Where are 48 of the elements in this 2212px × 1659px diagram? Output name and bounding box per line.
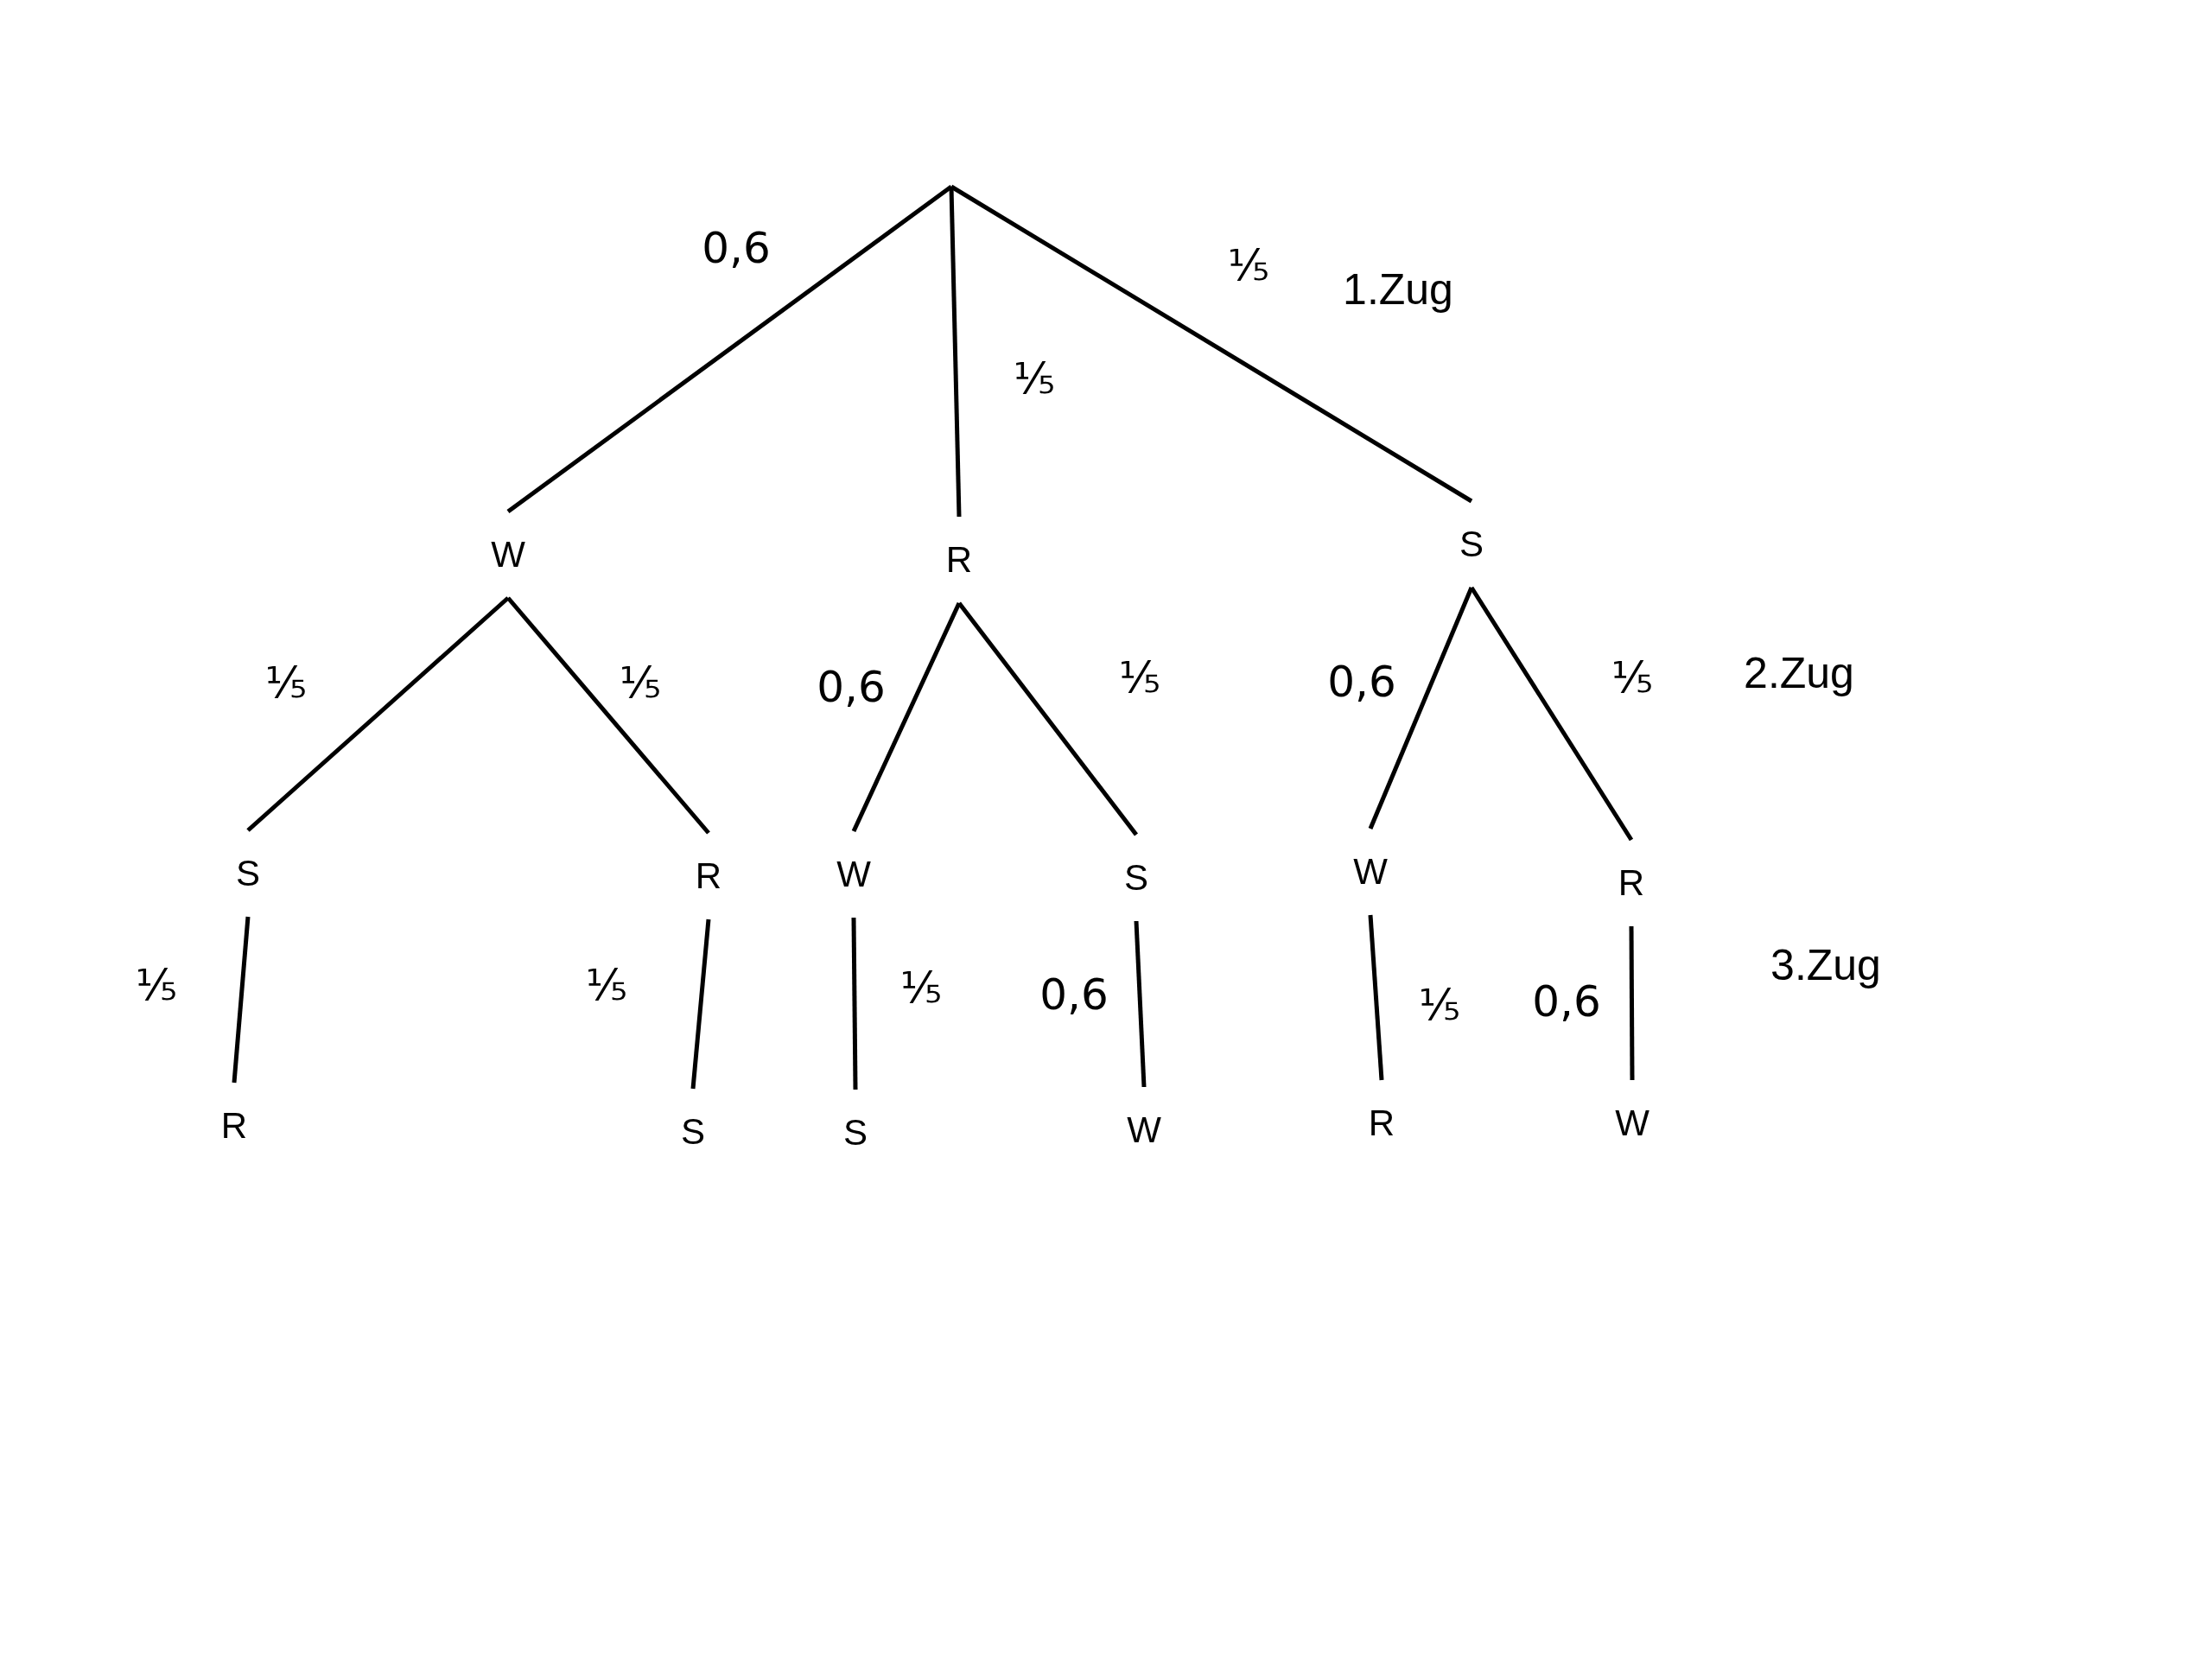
stage-label: 3.Zug <box>1770 944 1881 987</box>
probability-label: ⅕ <box>899 966 943 1009</box>
probability-label: ⅕ <box>585 963 628 1007</box>
branch-line <box>690 918 711 1090</box>
branch-line <box>1368 587 1474 830</box>
outcome-label: R <box>1618 865 1645 901</box>
branch-line <box>1134 920 1147 1088</box>
outcome-label: W <box>491 537 525 573</box>
probability-label: 0,6 <box>817 665 886 709</box>
branch-line <box>851 601 962 833</box>
stage-label: 2.Zug <box>1744 652 1854 695</box>
outcome-label: S <box>1459 526 1484 563</box>
probability-label: 0,6 <box>1327 660 1396 703</box>
probability-label: ⅕ <box>264 661 308 704</box>
outcome-label: W <box>1353 854 1388 890</box>
probability-label: ⅕ <box>1227 244 1270 287</box>
stage-label: 1.Zug <box>1343 268 1453 311</box>
probability-label: 0,6 <box>1039 973 1109 1016</box>
outcome-label: W <box>1127 1112 1161 1148</box>
probability-label: ⅕ <box>1118 656 1161 699</box>
outcome-label: W <box>836 856 871 893</box>
outcome-label: S <box>681 1114 705 1150</box>
branch-line <box>950 184 1473 504</box>
outcome-label: S <box>236 855 260 892</box>
outcome-label: S <box>843 1115 868 1151</box>
branch-line <box>1469 586 1634 842</box>
branch-line <box>246 596 510 832</box>
outcome-label: R <box>695 858 722 894</box>
outcome-label: R <box>945 542 973 578</box>
outcome-label: W <box>1615 1105 1649 1141</box>
probability-label: ⅕ <box>619 661 662 704</box>
probability-label: 0,6 <box>702 226 771 270</box>
branch-line <box>949 186 962 518</box>
branch-line <box>851 917 858 1090</box>
outcome-label: R <box>1368 1105 1395 1141</box>
probability-label: 0,6 <box>1532 980 1601 1023</box>
branch-line <box>1368 914 1384 1081</box>
probability-label: ⅕ <box>1611 656 1654 699</box>
probability-label: ⅕ <box>1418 983 1461 1027</box>
outcome-label: R <box>220 1108 248 1144</box>
branch-line <box>506 596 710 835</box>
branch-line <box>957 601 1138 836</box>
probability-label: ⅕ <box>135 963 178 1007</box>
branch-line <box>232 916 251 1084</box>
branch-line <box>506 185 953 513</box>
branch-line <box>1629 926 1635 1080</box>
outcome-label: S <box>1124 860 1148 896</box>
probability-label: ⅕ <box>1013 357 1056 400</box>
